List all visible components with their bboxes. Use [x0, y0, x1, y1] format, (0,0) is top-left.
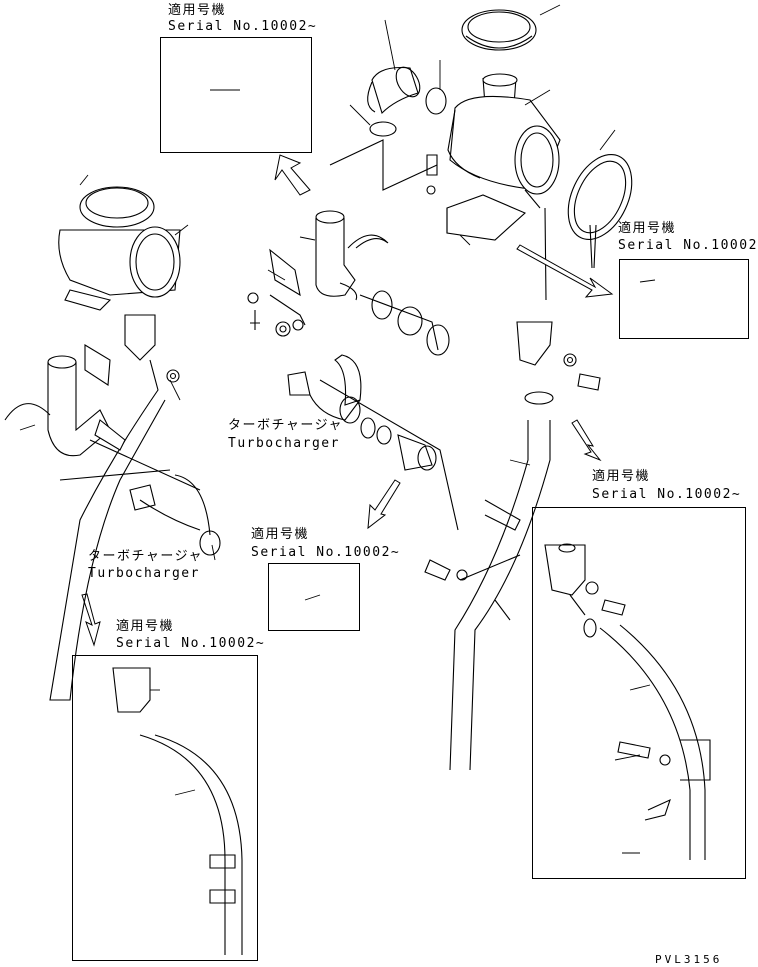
band-clamp: [567, 153, 633, 269]
turbo-center: [287, 354, 459, 531]
detail-box-center: [268, 563, 360, 631]
detail-bottom-left: [112, 667, 243, 955]
note-serial: Serial No.10002~: [592, 487, 742, 502]
note-serial: Serial No.10002~: [618, 238, 758, 253]
center-pipe: [247, 210, 450, 356]
note-jp: 適用号機: [618, 221, 677, 236]
bracket-top-right: [426, 154, 527, 241]
note-serial: Serial No.10002~: [251, 545, 401, 560]
note-jp: 適用号機: [116, 619, 175, 634]
turbo-label-jp: ターボチャージャ: [228, 418, 343, 433]
air-cleaner-left: [49, 186, 181, 701]
note-jp: 適用号機: [592, 469, 651, 484]
note-serial: Serial No.10002~: [116, 636, 266, 651]
note-serial: Serial No.10002~: [168, 19, 318, 34]
top-elbow: [329, 66, 447, 191]
turbo-label-en: Turbocharger: [228, 436, 340, 451]
note-jp: 適用号機: [168, 3, 227, 18]
left-elbow: [4, 344, 221, 556]
turbo-label-jp: ターボチャージャ: [88, 549, 203, 564]
detail-box-right: [532, 507, 746, 879]
turbo-label-en: Turbocharger: [88, 566, 200, 581]
detail-box-bottom-left: [72, 655, 258, 961]
air-cleaner-right: [447, 9, 561, 301]
arrows: [81, 154, 614, 647]
detail-box-top-right: [619, 259, 749, 339]
note-jp: 適用号機: [251, 527, 310, 542]
leader-lines: [19, 4, 656, 854]
detail-bottom-right: [544, 543, 711, 860]
right-pipe: [424, 321, 601, 771]
detail-box-top-left: [160, 37, 312, 153]
drawing-code: PVL3156: [655, 953, 723, 966]
